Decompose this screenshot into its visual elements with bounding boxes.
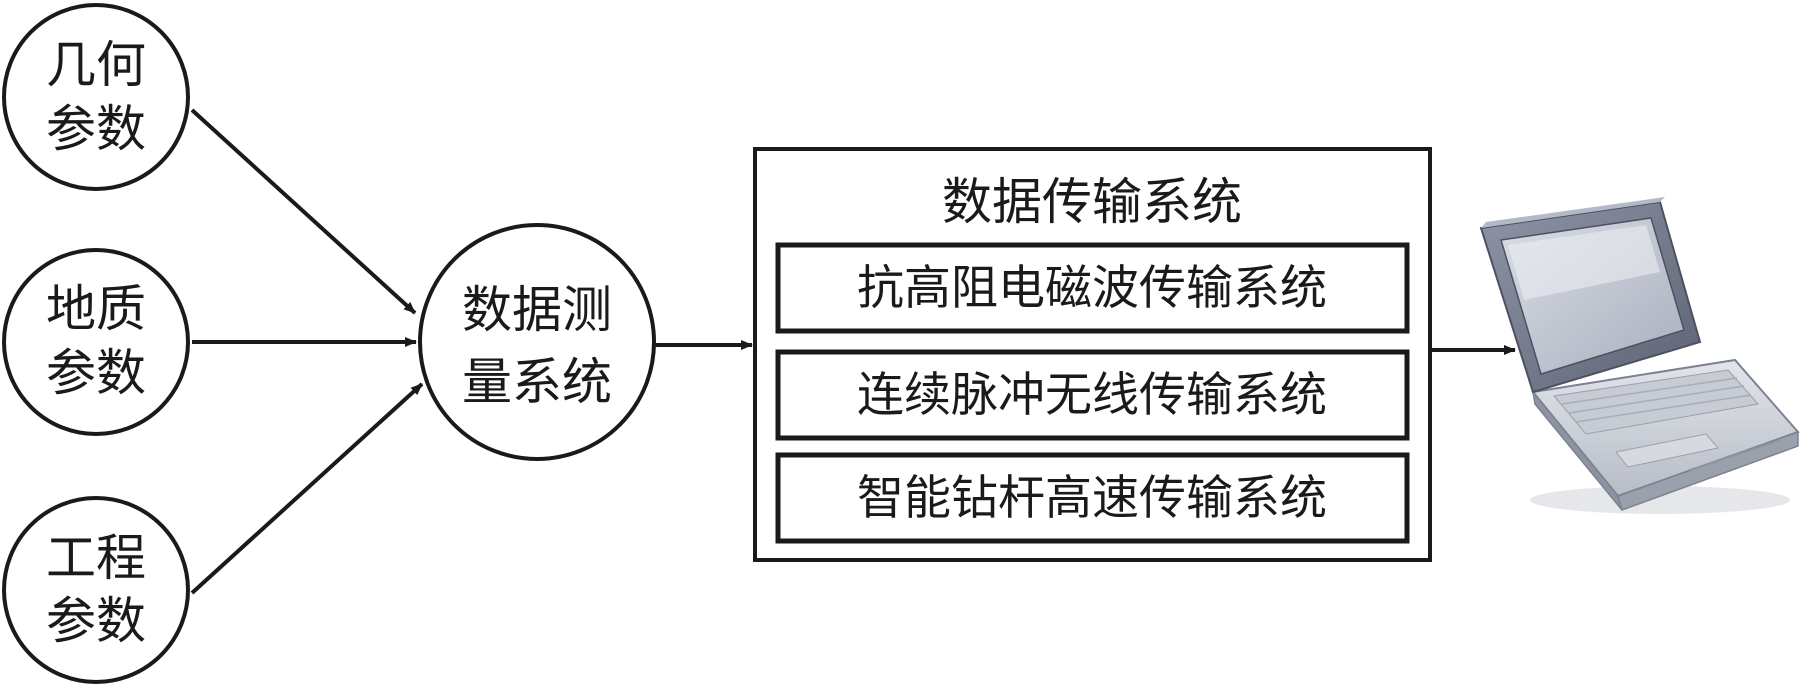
- measurement-label-line1: 数据测: [462, 281, 612, 339]
- subsystem-box: 智能钻杆高速传输系统: [775, 452, 1410, 544]
- subsystem-label: 抗高阻电磁波传输系统: [857, 261, 1327, 316]
- measurement-label-line2: 量系统: [462, 353, 612, 411]
- subsystem-label: 连续脉冲无线传输系统: [857, 368, 1327, 423]
- laptop-icon: [1479, 197, 1800, 514]
- transmission-system-box: 数据传输系统 抗高阻电磁波传输系统 连续脉冲无线传输系统 智能钻杆高速传输系统: [753, 147, 1432, 562]
- transmission-title: 数据传输系统: [942, 173, 1242, 231]
- input-node-engineering: 工程 参数: [2, 496, 190, 684]
- subsystem-label: 智能钻杆高速传输系统: [857, 471, 1327, 526]
- input-node-geometry: 几何 参数: [2, 3, 190, 191]
- input-node-label-line2: 参数: [46, 344, 146, 402]
- input-node-label-line1: 工程: [46, 529, 146, 587]
- input-node-label-line2: 参数: [46, 100, 146, 158]
- arrow-engineering-to-measurement: [190, 382, 424, 595]
- input-node-geology: 地质 参数: [2, 248, 190, 436]
- input-node-label-line1: 地质: [46, 280, 146, 338]
- subsystem-box: 抗高阻电磁波传输系统: [775, 242, 1410, 334]
- input-node-label-line1: 几何: [46, 36, 146, 94]
- input-node-label-line2: 参数: [46, 592, 146, 650]
- subsystem-box: 连续脉冲无线传输系统: [775, 349, 1410, 441]
- arrow-geometry-to-measurement: [190, 108, 417, 315]
- measurement-system-node: 数据测 量系统: [418, 223, 656, 461]
